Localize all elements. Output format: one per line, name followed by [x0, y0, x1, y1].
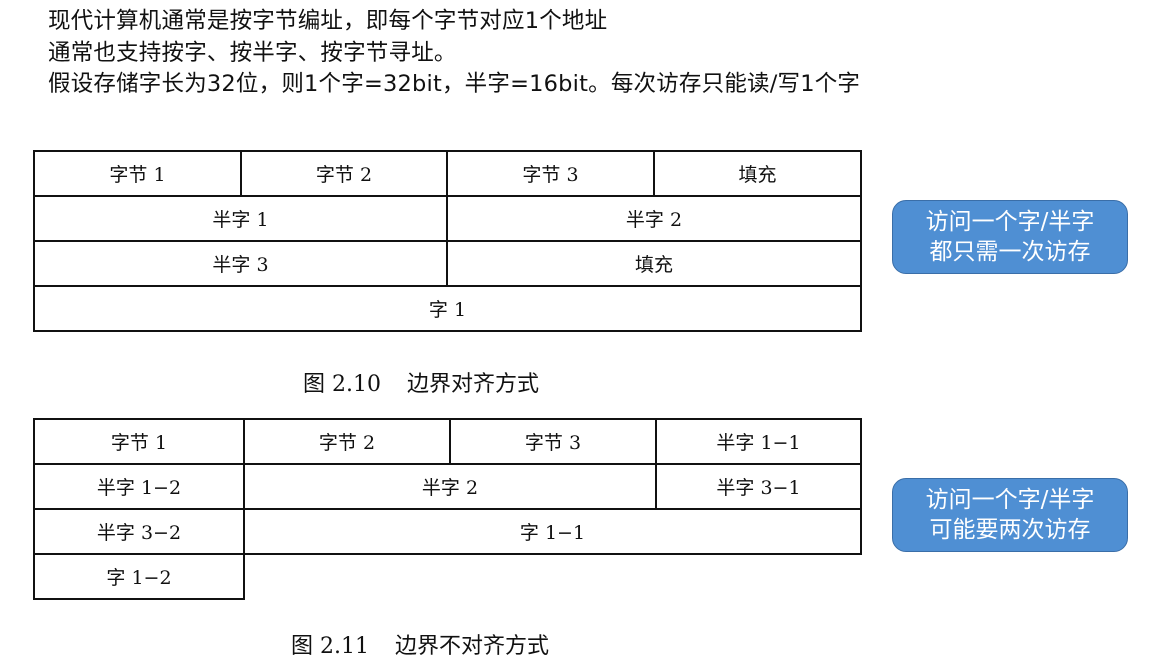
intro-line-1: 现代计算机通常是按字节编址，即每个字节对应1个地址 — [48, 8, 608, 34]
cell-halfword-1: 半字 1 — [33, 195, 448, 242]
unaligned-memory-table: 字节 1 字节 2 字节 3 半字 1−1 半字 1−2 半字 2 半字 3−1… — [33, 418, 862, 600]
intro-line-3: 假设存储字长为32位，则1个字=32bit，半字=16bit。每次访存只能读/写… — [48, 71, 861, 97]
cell-byte-1: 字节 1 — [33, 418, 245, 465]
intro-line-2: 通常也支持按字、按半字、按字节寻址。 — [48, 39, 457, 66]
cell-halfword-2: 半字 2 — [243, 463, 657, 510]
cell-halfword-3: 半字 3 — [33, 240, 448, 287]
cell-halfword-1-1: 半字 1−1 — [655, 418, 862, 465]
callout-line-2: 都只需一次访存 — [929, 239, 1091, 265]
callout-line-2: 可能要两次访存 — [929, 517, 1091, 543]
callout-line-1: 访问一个字/半字 — [925, 209, 1095, 235]
callout-line-1: 访问一个字/半字 — [925, 487, 1095, 513]
intro-text: 现代计算机通常是按字节编址，即每个字节对应1个地址 通常也支持按字、按半字、按字… — [48, 6, 860, 101]
cell-byte-3: 字节 3 — [449, 418, 657, 465]
cell-word-1-1: 字 1−1 — [243, 508, 862, 555]
caption-number: 图 2.11 — [291, 634, 369, 659]
table-row: 字 1−2 — [33, 553, 861, 600]
figure-caption-2-10: 图 2.10 边界对齐方式 — [303, 366, 539, 398]
table-row: 半字 1−2 半字 2 半字 3−1 — [33, 463, 862, 510]
callout-unaligned: 访问一个字/半字 可能要两次访存 — [858, 478, 1128, 552]
aligned-memory-table: 字节 1 字节 2 字节 3 填充 半字 1 半字 2 半字 3 填充 字 1 — [33, 150, 862, 332]
caption-title: 边界对齐方式 — [406, 372, 539, 397]
cell-byte-2: 字节 2 — [240, 150, 448, 197]
cell-word-1: 字 1 — [33, 285, 862, 332]
cell-word-1-2: 字 1−2 — [33, 553, 245, 600]
cell-byte-1: 字节 1 — [33, 150, 242, 197]
cell-padding: 填充 — [446, 240, 862, 287]
table-row: 字 1 — [33, 285, 862, 332]
callout-aligned: 访问一个字/半字 都只需一次访存 — [858, 200, 1128, 274]
table-row: 半字 3−2 字 1−1 — [33, 508, 862, 555]
cell-halfword-3-2: 半字 3−2 — [33, 508, 245, 555]
caption-number: 图 2.10 — [303, 372, 381, 397]
caption-title: 边界不对齐方式 — [394, 634, 549, 659]
empty-space — [244, 553, 861, 599]
table-row: 半字 1 半字 2 — [33, 195, 862, 242]
table-row: 字节 1 字节 2 字节 3 填充 — [33, 150, 862, 197]
cell-padding: 填充 — [653, 150, 862, 197]
cell-halfword-2: 半字 2 — [446, 195, 862, 242]
table-row: 字节 1 字节 2 字节 3 半字 1−1 — [33, 418, 862, 465]
table-row: 半字 3 填充 — [33, 240, 862, 287]
cell-byte-2: 字节 2 — [243, 418, 451, 465]
figure-caption-2-11: 图 2.11 边界不对齐方式 — [291, 628, 549, 660]
cell-byte-3: 字节 3 — [446, 150, 655, 197]
cell-halfword-1-2: 半字 1−2 — [33, 463, 245, 510]
cell-halfword-3-1: 半字 3−1 — [655, 463, 862, 510]
